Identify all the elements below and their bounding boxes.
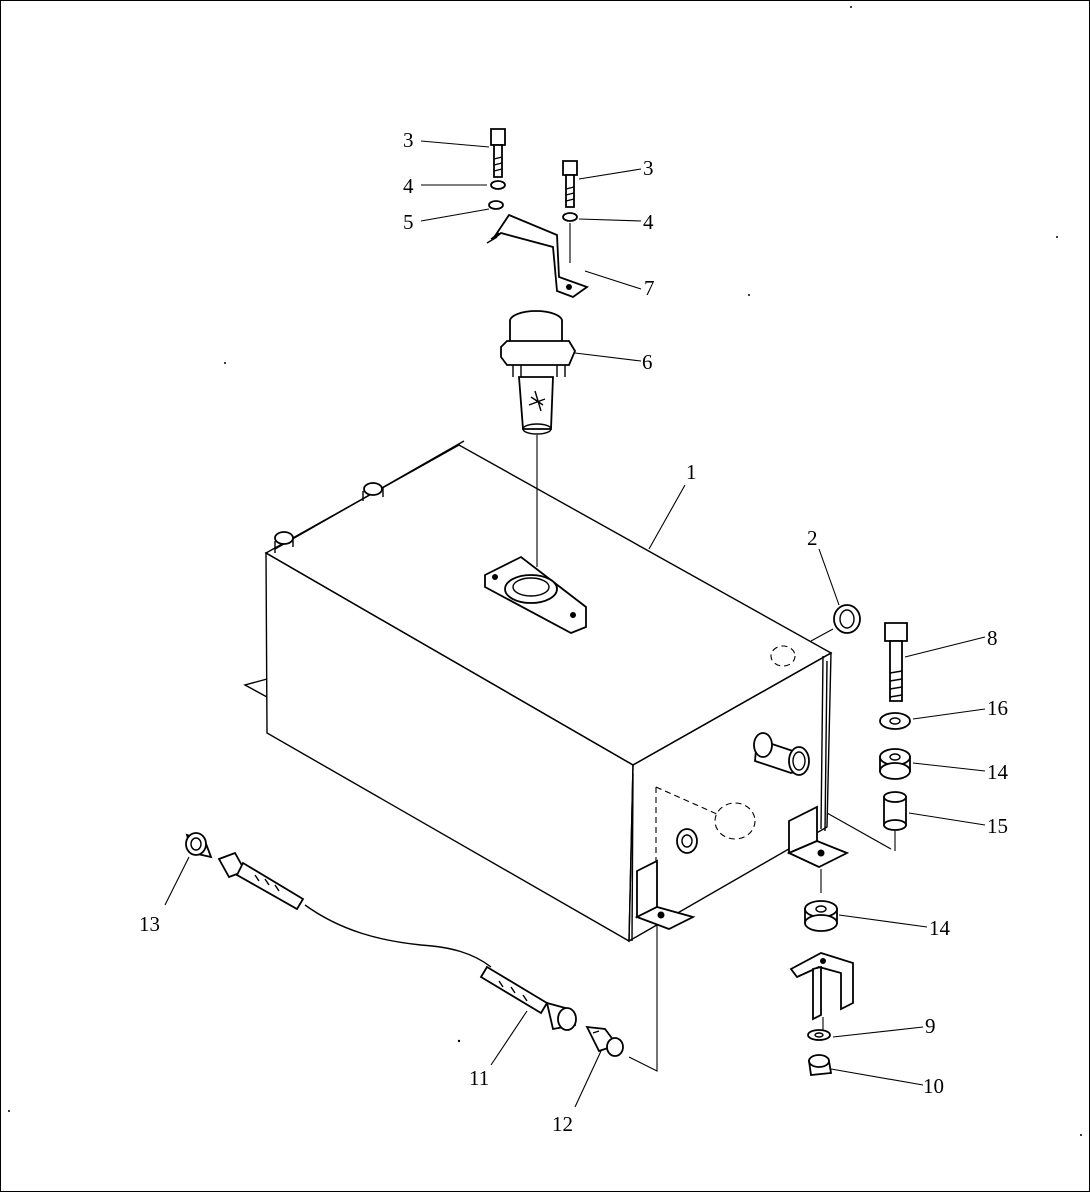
- callout-16: 16: [987, 696, 1008, 720]
- callout-6: 6: [642, 350, 653, 374]
- callout-8: 8: [987, 626, 998, 650]
- filler-cap: [810, 604, 861, 642]
- callout-11: 11: [469, 1066, 489, 1090]
- callout-4-left: 4: [403, 174, 414, 198]
- drain-hose-assembly: [185, 832, 658, 1072]
- callout-4-right: 4: [643, 210, 654, 234]
- callout-15: 15: [987, 814, 1008, 838]
- callout-2: 2: [807, 526, 818, 550]
- fuel-level-sender: [500, 310, 577, 567]
- callout-13: 13: [139, 912, 160, 936]
- callout-3-left: 3: [403, 128, 414, 152]
- callout-14-lower: 14: [929, 916, 951, 940]
- callout-9: 9: [925, 1014, 936, 1038]
- callout-7: 7: [644, 276, 655, 300]
- callout-3-right: 3: [643, 156, 654, 180]
- scan-specks: [8, 6, 1082, 1136]
- leader-lines: [164, 140, 986, 1108]
- upper-bracket-assembly: [486, 128, 589, 299]
- callout-labels: 3 4 5 3 4 7 6 1 2 8 16 14 15 14 9 10 11 …: [139, 128, 1009, 1136]
- callout-1: 1: [686, 460, 697, 484]
- rear-mount-stack: [789, 622, 911, 1076]
- callout-10: 10: [923, 1074, 944, 1098]
- fuel-tank: [243, 440, 850, 943]
- callout-5: 5: [403, 210, 414, 234]
- callout-14-upper: 14: [987, 760, 1009, 784]
- callout-12: 12: [552, 1112, 573, 1136]
